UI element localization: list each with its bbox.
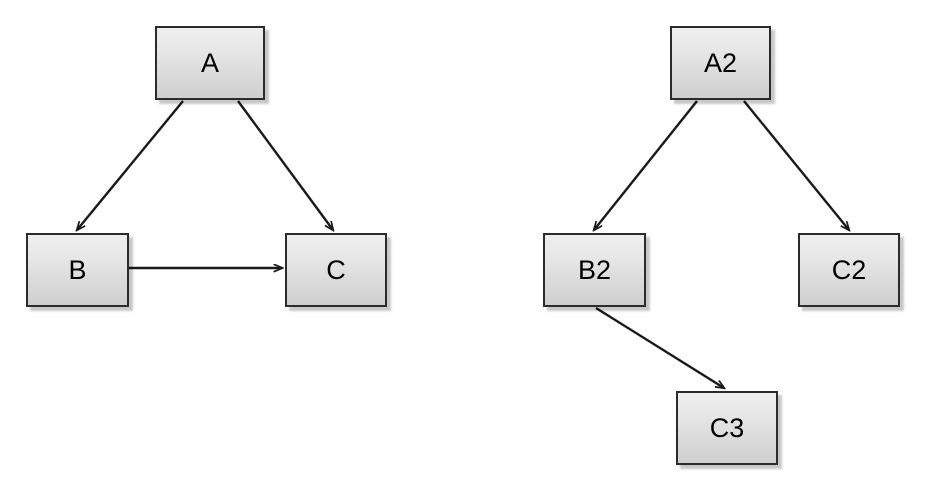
node-label-a: A	[200, 47, 219, 78]
node-label-c2: C2	[831, 254, 867, 285]
edge-a2-to-b2	[594, 100, 698, 230]
node-label-a2: A2	[703, 47, 738, 78]
node-b2[interactable]: B2	[543, 233, 646, 307]
node-c[interactable]: C	[285, 233, 387, 307]
node-a2[interactable]: A2	[670, 26, 771, 100]
edge-a2-to-c2	[743, 100, 849, 230]
node-label-c: C	[326, 254, 346, 285]
edge-a-to-c	[237, 100, 333, 230]
node-c2[interactable]: C2	[798, 233, 900, 307]
edge-b2-to-c3	[595, 306, 724, 388]
node-c3[interactable]: C3	[676, 391, 778, 465]
node-label-b: B	[68, 254, 87, 285]
node-a[interactable]: A	[155, 26, 265, 100]
node-label-b2: B2	[577, 254, 612, 285]
edge-a-to-b	[77, 100, 184, 230]
node-b[interactable]: B	[26, 233, 129, 307]
node-label-c3: C3	[709, 412, 745, 443]
